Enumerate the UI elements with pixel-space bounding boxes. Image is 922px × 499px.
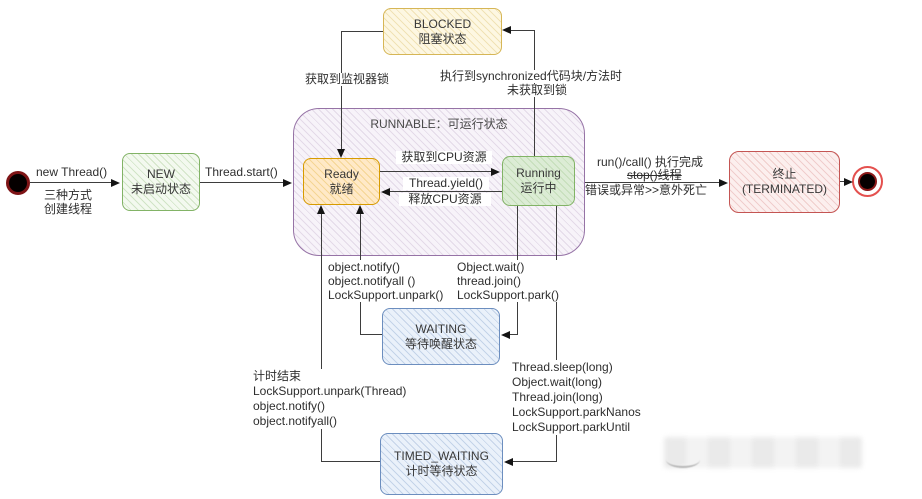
edge-label-sync-line2: 未获取到锁: [507, 83, 568, 97]
edge-blocked-to-ready-v: [341, 31, 342, 150]
label-locksupport-unpark: LockSupport.unpark(): [328, 288, 444, 302]
edge-running-to-timed-v: [556, 206, 557, 462]
state-timed-waiting-desc: 计时等待状态: [405, 464, 478, 478]
arrowhead-into-ready-top: [337, 149, 345, 158]
state-timed-waiting: TIMED_WAITING 计时等待状态: [380, 433, 503, 495]
state-ready-desc: 就绪: [329, 181, 354, 196]
edge-runnable-to-terminated: [585, 182, 720, 183]
edge-running-to-blocked-h: [511, 30, 535, 31]
arrowhead-into-running: [491, 168, 500, 176]
edge-running-to-ready: [389, 191, 502, 192]
arrowhead-into-terminated: [719, 179, 728, 187]
label-object-notify: object.notify(): [328, 260, 401, 274]
watermark-squiggle: [666, 452, 700, 468]
label-locksupport-unpark-thread: LockSupport.unpark(Thread): [253, 384, 407, 398]
label-thread-join: thread.join(): [457, 274, 522, 288]
edge-running-to-waiting-h: [509, 334, 518, 335]
state-terminated-desc: (TERMINATED): [741, 182, 828, 196]
state-timed-waiting-name: TIMED_WAITING: [394, 449, 489, 463]
edge-terminated-to-final: [840, 181, 847, 182]
state-running: Running 运行中: [502, 156, 575, 206]
edge-label-stop-thread: stop()线程: [627, 168, 682, 182]
state-waiting-name: WAITING: [415, 321, 467, 336]
label-thread-join-long: Thread.join(long): [512, 390, 603, 404]
edge-timed-to-ready-h: [321, 461, 380, 462]
arrowhead-into-ready-bottom-right: [356, 205, 364, 214]
edge-label-new-thread: new Thread(): [36, 165, 108, 179]
state-terminated-name: 终止: [772, 167, 797, 181]
label-timer-end: 计时结束: [253, 369, 302, 383]
state-runnable-title: RUNNABLE：可运行状态: [370, 117, 508, 131]
state-running-desc: 运行中: [520, 181, 557, 195]
label-thread-sleep-long: Thread.sleep(long): [512, 360, 613, 374]
edge-label-acquire-monitor-lock: 获取到监视器锁: [305, 72, 390, 86]
label-locksupport-park: LockSupport.park(): [457, 288, 560, 302]
state-blocked-desc: 阻塞状态: [418, 31, 467, 46]
edge-labels-waiting-to-ready: object.notify() object.notifyall () Lock…: [328, 260, 444, 302]
edge-labels-running-to-timed: Thread.sleep(long) Object.wait(long) Thr…: [512, 360, 641, 435]
edge-label-run-complete: run()/call() 执行完成: [597, 155, 704, 169]
edge-label-error-exception: 错误或异常>>意外死亡: [585, 183, 708, 197]
arrowhead-into-blocked: [502, 26, 511, 34]
edge-label-acquire-cpu: 获取到CPU资源: [396, 151, 492, 164]
edge-initial-to-new: [30, 182, 113, 183]
state-new-name: NEW: [147, 167, 175, 181]
state-new-desc: 未启动状态: [130, 182, 191, 196]
edge-running-to-timed-h: [512, 461, 557, 462]
arrowhead-into-waiting: [501, 331, 510, 339]
edge-ready-to-running: [380, 171, 492, 172]
edge-blocked-to-ready-h: [342, 31, 383, 32]
edge-timed-to-ready-v: [321, 213, 322, 462]
arrowhead-into-timed-waiting: [504, 458, 513, 466]
edge-label-release-cpu: 释放CPU资源: [399, 193, 491, 206]
state-waiting-desc: 等待唤醒状态: [404, 336, 477, 351]
final-state-icon: [852, 166, 883, 197]
arrowhead-into-ready-right: [381, 188, 390, 196]
arrowhead-into-ready-bottom-left: [317, 205, 325, 214]
label-object-wait-long: Object.wait(long): [512, 375, 603, 389]
label-object-notifyall-2: object.notifyall(): [253, 414, 338, 428]
state-running-name: Running: [516, 166, 561, 180]
label-locksupport-parknanos: LockSupport.parkNanos: [512, 405, 641, 419]
arrowhead-into-runnable: [283, 179, 292, 187]
edge-labels-timed-to-ready: 计时结束 LockSupport.unpark(Thread) object.n…: [253, 369, 407, 429]
state-terminated: 终止 (TERMINATED): [729, 151, 840, 213]
state-blocked: BLOCKED 阻塞状态: [383, 8, 502, 55]
label-locksupport-parkuntil: LockSupport.parkUntil: [512, 420, 631, 434]
state-ready-name: Ready: [324, 166, 359, 181]
edge-waiting-to-ready-h: [360, 334, 382, 335]
edge-label-sync-line1: 执行到synchronized代码块/方法时: [440, 69, 623, 83]
state-blocked-name: BLOCKED: [413, 16, 472, 31]
label-object-notify-2: object.notify(): [253, 399, 326, 413]
label-object-notifyall: object.notifyall (): [328, 274, 416, 288]
final-state-inner-dot: [858, 172, 877, 191]
label-object-wait: Object.wait(): [457, 260, 525, 274]
edge-label-thread-yield: Thread.yield(): [403, 177, 489, 190]
state-ready: Ready 就绪: [303, 158, 380, 205]
edge-labels-running-to-waiting: Object.wait() thread.join() LockSupport.…: [457, 260, 560, 302]
edge-label-create-ways-line2: 创建线程: [44, 202, 93, 216]
edge-label-thread-start: Thread.start(): [205, 165, 278, 179]
edge-new-to-runnable: [200, 182, 283, 183]
state-new: NEW 未启动状态: [122, 153, 200, 211]
arrowhead-into-new: [111, 179, 120, 187]
state-waiting: WAITING 等待唤醒状态: [382, 308, 500, 365]
initial-state-icon: [6, 171, 30, 195]
edge-label-create-ways-line1: 三种方式: [44, 188, 93, 202]
arrowhead-into-final: [844, 178, 853, 186]
